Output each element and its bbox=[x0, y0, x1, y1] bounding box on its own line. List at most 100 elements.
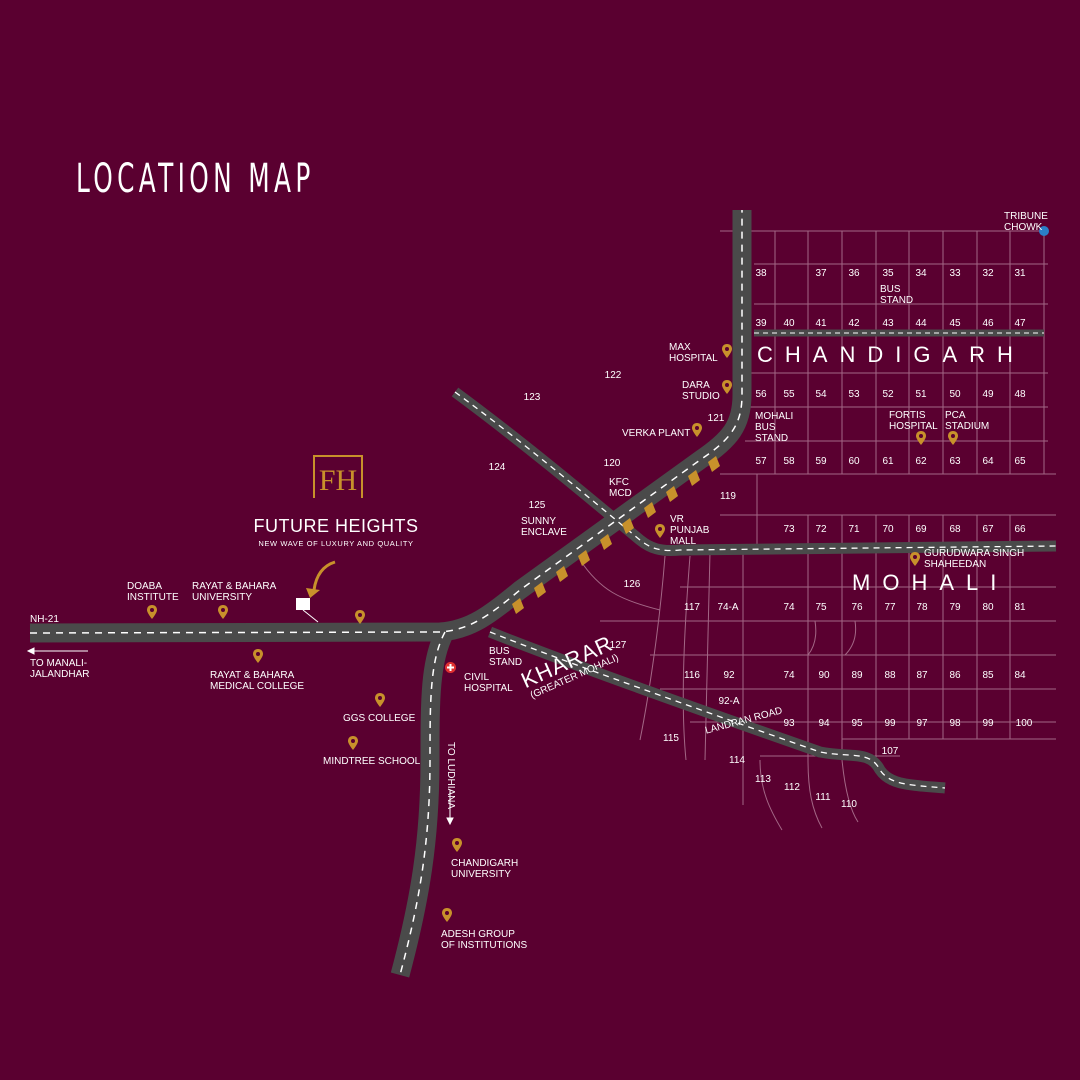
sector-label: 124 bbox=[488, 462, 506, 473]
map-pin-icon bbox=[452, 838, 462, 852]
sector-label: 86 bbox=[949, 670, 961, 681]
brand-name: FUTURE HEIGHTS bbox=[253, 516, 419, 536]
sector-label: 72 bbox=[815, 524, 827, 535]
sector-label: 58 bbox=[783, 456, 795, 467]
landmark-bus-stand-kharar: BUS STAND bbox=[489, 646, 523, 668]
landmark-chandigarh-university: CHANDIGARH UNIVERSITY bbox=[451, 858, 519, 880]
sector-label: 32 bbox=[982, 268, 994, 279]
landmark-mohali-bus-stand: MOHALI BUS STAND bbox=[755, 411, 794, 444]
sector-label: 75 bbox=[815, 602, 827, 613]
sector-label: 73 bbox=[783, 524, 795, 535]
sector-label: 113 bbox=[755, 774, 771, 785]
sector-label: 45 bbox=[949, 318, 961, 329]
sector-label: 89 bbox=[851, 670, 863, 681]
landmark-vr-punjab-mall: VR PUNJAB MALL bbox=[670, 514, 710, 547]
to-ludhiana-label: TO LUDHIANA bbox=[445, 742, 456, 810]
sector-label: 52 bbox=[882, 389, 894, 400]
sector-label: 117 bbox=[684, 602, 700, 613]
landmark-verka-plant: VERKA PLANT bbox=[622, 428, 691, 439]
landmark-rayat-medical: RAYAT & BAHARA MEDICAL COLLEGE bbox=[210, 670, 305, 692]
sector-label: 60 bbox=[848, 456, 860, 467]
sector-label: 55 bbox=[783, 389, 795, 400]
sector-label: 107 bbox=[881, 746, 899, 757]
sector-label: 38 bbox=[755, 268, 767, 279]
map-pin-icon bbox=[375, 693, 385, 707]
sector-label: 97 bbox=[916, 718, 928, 729]
sector-label: 110 bbox=[841, 799, 857, 810]
sector-label: 120 bbox=[603, 458, 621, 469]
page-title: LOCATION MAP bbox=[76, 156, 315, 202]
sector-label: 123 bbox=[523, 392, 541, 403]
sector-label: 80 bbox=[982, 602, 994, 613]
sector-label: 53 bbox=[848, 389, 860, 400]
sector-label: 95 bbox=[851, 718, 863, 729]
sector-label: 93 bbox=[783, 718, 795, 729]
map-pin-icon bbox=[722, 380, 732, 394]
sector-label: 127 bbox=[609, 640, 627, 651]
sector-label: 99 bbox=[982, 718, 994, 729]
sector-label: 78 bbox=[916, 602, 928, 613]
sector-label: 112 bbox=[784, 782, 800, 793]
sector-label: 51 bbox=[915, 389, 927, 400]
map-pin-icon bbox=[916, 431, 926, 445]
map-pin-icon bbox=[348, 736, 358, 750]
project-site-marker bbox=[296, 598, 310, 610]
sector-label: 44 bbox=[915, 318, 927, 329]
sector-label: 126 bbox=[623, 579, 641, 590]
sector-label: 116 bbox=[684, 670, 700, 681]
future-heights-logo: FH bbox=[313, 455, 363, 498]
landmark-civil-hospital: CIVIL HOSPITAL bbox=[464, 672, 513, 694]
sector-label: 90 bbox=[818, 670, 830, 681]
sector-label: 46 bbox=[982, 318, 994, 329]
sector-label: 74 bbox=[783, 670, 795, 681]
sector-label: 68 bbox=[949, 524, 961, 535]
map-pin-icon bbox=[442, 908, 452, 922]
sector-label: 42 bbox=[848, 318, 860, 329]
landmark-tribune-chowk: TRIBUNE CHOWK bbox=[1004, 211, 1048, 233]
sector-label: 79 bbox=[949, 602, 961, 613]
city-mohali: MOHALI bbox=[852, 570, 1009, 595]
sector-label: 35 bbox=[882, 268, 894, 279]
sector-label: 122 bbox=[604, 370, 622, 381]
sector-label: 34 bbox=[915, 268, 927, 279]
map-pin-icon bbox=[355, 610, 365, 624]
landmark-bus-stand-chd: BUS STAND bbox=[880, 284, 914, 306]
sector-label: 119 bbox=[720, 491, 736, 502]
landmark-pca-stadium: PCA STADIUM bbox=[945, 410, 990, 432]
sector-label: 92-A bbox=[718, 696, 740, 707]
sector-label: 71 bbox=[848, 524, 860, 535]
sector-label: 63 bbox=[949, 456, 961, 467]
city-chandigarh: CHANDIGARH bbox=[757, 342, 1025, 367]
landmark-mindtree-school: MINDTREE SCHOOL bbox=[323, 756, 421, 767]
sector-label: 94 bbox=[818, 718, 830, 729]
brand-tagline: NEW WAVE OF LUXURY AND QUALITY bbox=[258, 539, 414, 548]
sector-label: 62 bbox=[915, 456, 927, 467]
sector-label: 59 bbox=[815, 456, 827, 467]
to-manali-label: TO MANALI- JALANDHAR bbox=[30, 658, 90, 680]
sector-label: 111 bbox=[815, 792, 831, 803]
sector-label: 99 bbox=[884, 718, 896, 729]
sector-label: 67 bbox=[982, 524, 994, 535]
landmark-max-hospital: MAX HOSPITAL bbox=[669, 342, 718, 364]
sector-label: 43 bbox=[882, 318, 894, 329]
sector-label: 36 bbox=[848, 268, 860, 279]
sector-label: 115 bbox=[663, 733, 679, 744]
landmark-kfc-mcd: KFC MCD bbox=[609, 477, 632, 499]
project-pointer-arrow bbox=[312, 560, 336, 591]
sector-label: 76 bbox=[851, 602, 863, 613]
sector-label: 64 bbox=[982, 456, 994, 467]
map-pin-icon bbox=[253, 649, 263, 663]
sector-label: 48 bbox=[1014, 389, 1026, 400]
roads bbox=[29, 210, 1057, 978]
logo-monogram: FH bbox=[319, 464, 357, 497]
sector-grid bbox=[579, 230, 1056, 831]
sector-label: 61 bbox=[882, 456, 894, 467]
map-pin-icon bbox=[948, 431, 958, 445]
landmark-sunny-enclave: SUNNY ENCLAVE bbox=[521, 516, 567, 538]
road-nh21-label: NH-21 bbox=[30, 614, 59, 625]
sector-label: 41 bbox=[815, 318, 827, 329]
sector-label: 77 bbox=[884, 602, 896, 613]
sector-label: 114 bbox=[729, 755, 745, 766]
